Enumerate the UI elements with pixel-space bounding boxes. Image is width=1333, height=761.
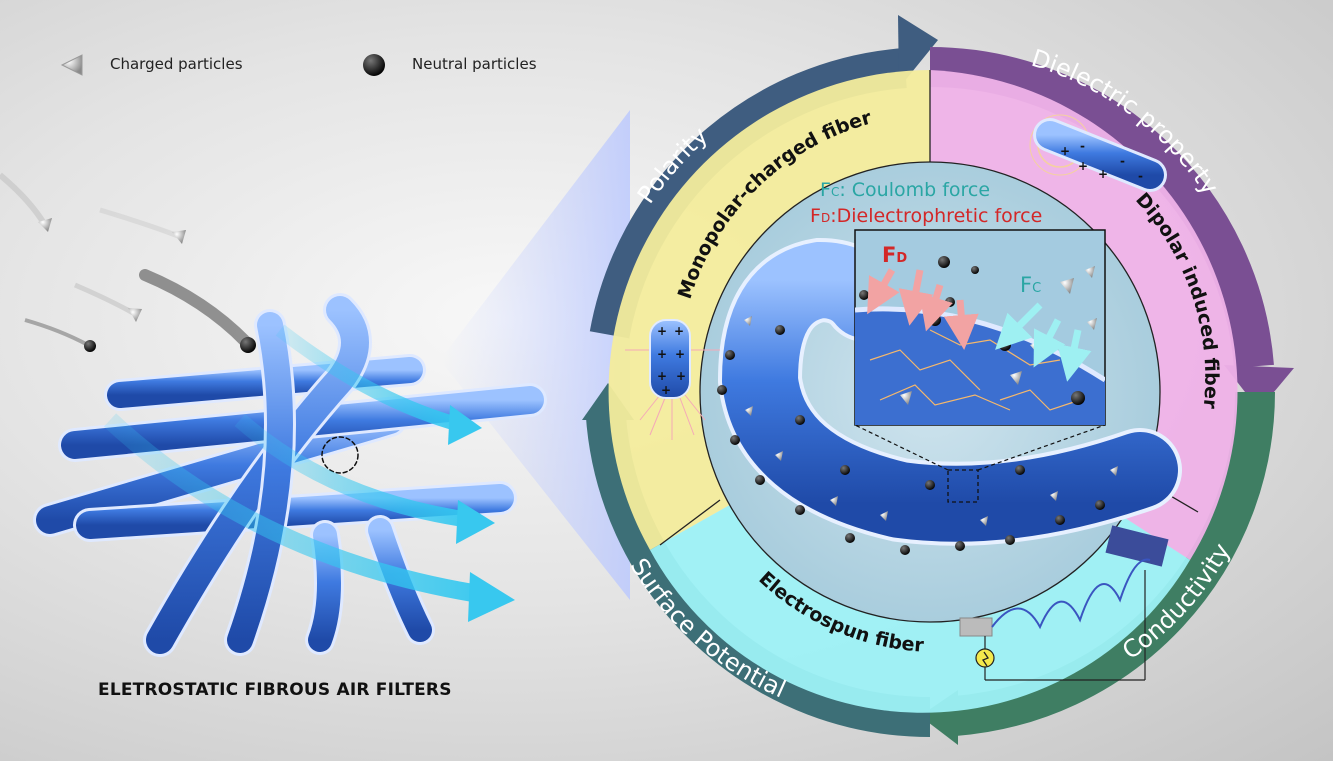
- dielectric-arrowhead: [1224, 365, 1294, 410]
- conductivity-arc: [953, 391, 1275, 736]
- fiber-bundle: [33, 293, 547, 657]
- incoming-particles: [0, 172, 256, 353]
- magnify-beam: [440, 110, 630, 600]
- svg-text:-: -: [1120, 154, 1125, 168]
- zoom-fc-label: FC: [1020, 273, 1041, 297]
- dipolar-fiber-icon: [1029, 114, 1167, 192]
- svg-text:+: +: [657, 369, 667, 383]
- charged-particle-icon: [60, 54, 83, 76]
- dielectrophoretic-force-legend: FD:Dielectrophretic force: [810, 205, 1042, 227]
- svg-text:+: +: [675, 347, 685, 361]
- charge-signs: ++ ++ ++ + ++ + -- -: [657, 139, 1143, 397]
- svg-text:+: +: [657, 347, 667, 361]
- neutral-particle-icon: [363, 54, 385, 76]
- svg-text:+: +: [1078, 159, 1088, 173]
- electrospinning-icon: [959, 525, 1169, 681]
- airflow-arrows: [103, 324, 515, 622]
- svg-text:-: -: [1080, 139, 1085, 153]
- zoom-source-box: [947, 469, 979, 503]
- figure-title: ELETROSTATIC FIBROUS AIR FILTERS: [98, 680, 452, 700]
- center-fiber: [717, 223, 1182, 546]
- dielectric-arc: [929, 47, 1274, 368]
- zoom-fd-label: FD: [882, 243, 907, 267]
- surface-arc: [585, 411, 931, 737]
- polarity-arc: [589, 48, 907, 339]
- svg-text:+: +: [674, 324, 684, 338]
- neutral-particles-legend: Neutral particles: [412, 55, 537, 73]
- charged-particles-legend: Charged particles: [110, 55, 243, 73]
- svg-text:+: +: [1060, 144, 1070, 158]
- coulomb-force-legend: FC: Coulomb force: [820, 179, 990, 201]
- monopolar-fiber-icon: [625, 319, 720, 440]
- outer-ring: [582, 15, 1294, 745]
- center-fiber-particles: [717, 316, 1118, 555]
- zoom-inset: [854, 229, 1106, 426]
- svg-text:+: +: [661, 383, 671, 397]
- svg-text:-: -: [1138, 169, 1143, 183]
- svg-text:+: +: [676, 369, 686, 383]
- svg-text:+: +: [657, 324, 667, 338]
- polarity-arrowhead: [898, 15, 938, 88]
- svg-text:+: +: [1098, 167, 1108, 181]
